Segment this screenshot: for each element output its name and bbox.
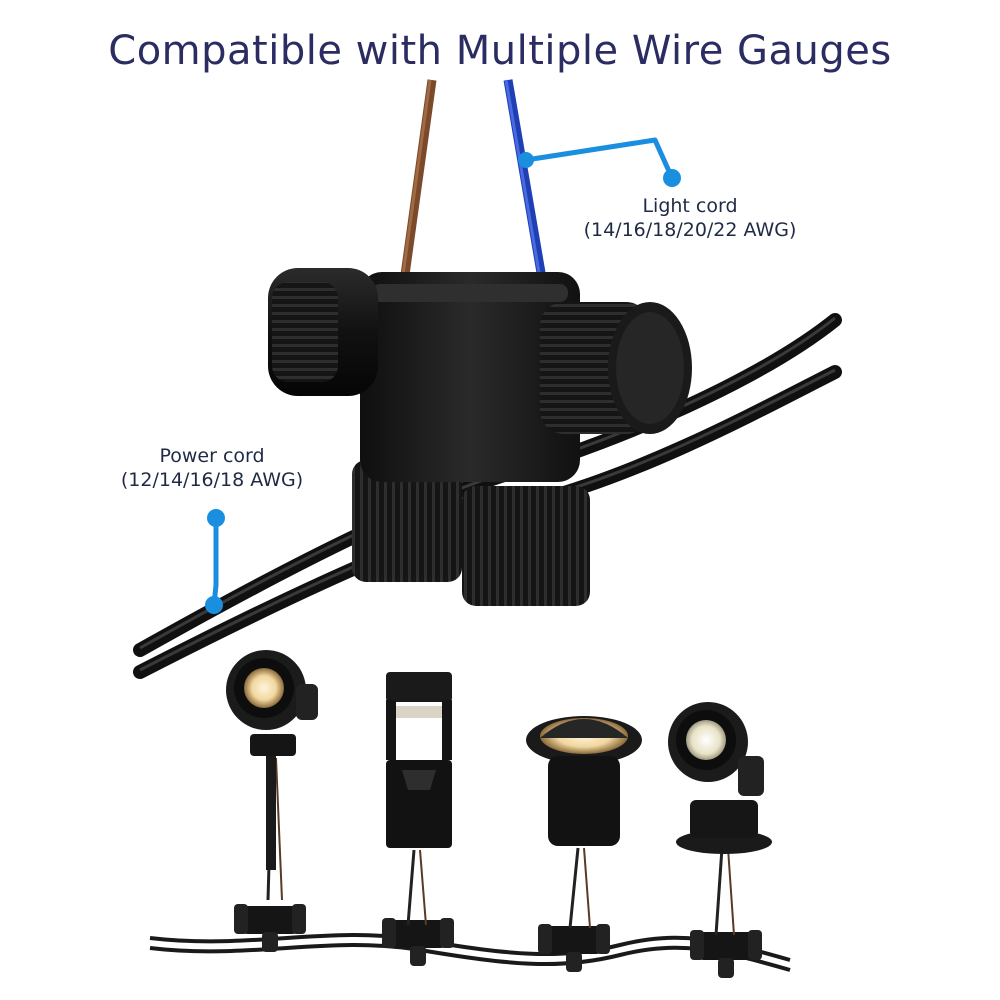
power-cord-callout: Power cord (12/14/16/18 AWG) [98,444,326,492]
light-cord-callout: Light cord (14/16/18/20/22 AWG) [560,194,820,242]
spotlight-base-fixture [668,702,772,936]
light-cord-gauges: (14/16/18/20/22 AWG) [583,219,797,241]
bollard-fixture [386,672,452,926]
power-cord-pointer [205,509,225,614]
power-cord-label: Power cord [159,445,265,467]
power-cord-gauges: (12/14/16/18 AWG) [120,469,304,491]
well-light-fixture [526,716,642,929]
light-cord-label: Light cord [642,195,738,217]
spotlight-fixture [226,650,318,901]
lighting-chain [149,904,791,978]
page-title: Compatible with Multiple Wire Gauges [108,28,892,74]
t-connector [268,268,692,606]
light-cord-wires [399,79,550,297]
light-cord-pointer [518,137,681,187]
